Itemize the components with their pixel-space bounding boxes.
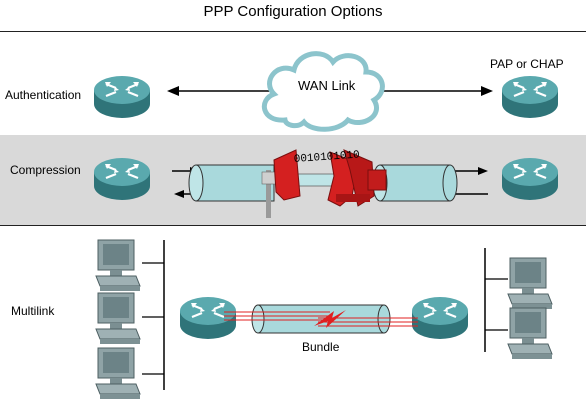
compression-pipe-right	[372, 164, 458, 202]
router-icon	[92, 156, 152, 202]
arrow-right-icon	[481, 86, 493, 96]
pap-chap-label: PAP or CHAP	[490, 57, 564, 71]
compressed-bits-text: 0010101010	[293, 149, 360, 166]
computer-icon	[95, 347, 141, 400]
arrow-left-icon	[174, 190, 184, 198]
arrow-right-icon	[478, 167, 488, 175]
multilink-label: Multilink	[11, 304, 55, 318]
router-icon	[500, 156, 560, 202]
router-icon	[178, 295, 238, 341]
cloud-icon	[261, 51, 385, 132]
authentication-label: Authentication	[5, 88, 82, 102]
router-icon	[410, 295, 470, 341]
computer-icon	[507, 307, 553, 360]
router-icon	[500, 74, 560, 120]
diagram-title: PPP Configuration Options	[203, 3, 383, 20]
lightning-bolt-icon	[314, 310, 346, 328]
router-icon	[92, 74, 152, 120]
compression-label: Compression	[10, 163, 81, 177]
bundle-pipe	[251, 304, 391, 334]
computer-icon	[95, 292, 141, 345]
vise-clamp-icon	[261, 149, 387, 218]
compression-pipe-left	[188, 164, 275, 202]
bundle-label: Bundle	[302, 340, 340, 354]
computer-icon	[507, 257, 553, 310]
computer-icon	[95, 239, 141, 292]
arrow-left-icon	[167, 86, 179, 96]
wan-link-label: WAN Link	[298, 78, 356, 93]
